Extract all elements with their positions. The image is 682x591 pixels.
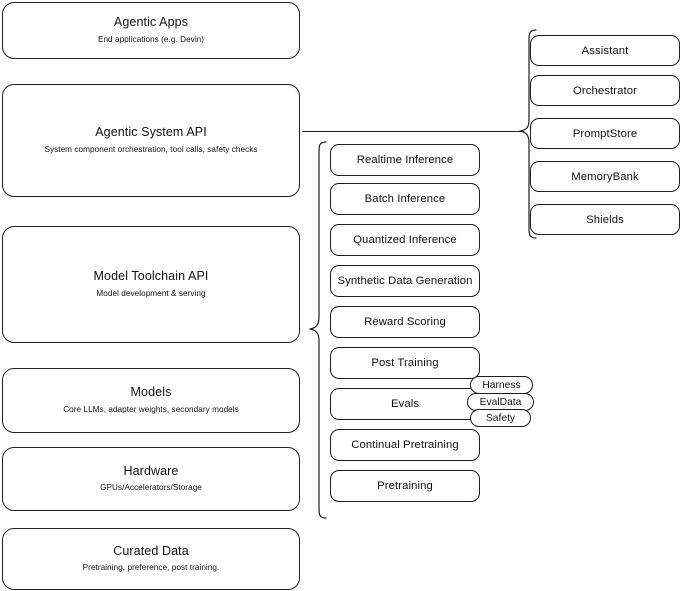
evals-subcomponent-harness[interactable]: Harness (470, 376, 533, 394)
stack-layer-models[interactable]: Models Core LLMs, adapter weights, secon… (2, 368, 300, 433)
layer-title: Model Toolchain API (93, 269, 209, 284)
stack-layer-hardware[interactable]: Hardware GPUs/Accelerators/Storage (2, 447, 300, 511)
toolchain-component-evals[interactable]: Evals (330, 388, 480, 420)
layer-title: Curated Data (113, 543, 189, 558)
brace-toolchain-components (309, 141, 327, 519)
connector-system-api-to-components (302, 131, 524, 133)
stack-layer-agentic-system-api[interactable]: Agentic System API System component orch… (2, 84, 300, 197)
toolchain-component-reward-scoring[interactable]: Reward Scoring (330, 306, 480, 338)
system-component-orchestrator[interactable]: Orchestrator (530, 75, 680, 106)
layer-title: Hardware (123, 463, 179, 478)
layer-title: Agentic Apps (113, 15, 189, 30)
toolchain-component-realtime-inference[interactable]: Realtime Inference (330, 144, 480, 176)
toolchain-component-continual-pretraining[interactable]: Continual Pretraining (330, 429, 480, 461)
layer-subtitle: Pretraining, preference, post training. (82, 563, 220, 573)
layer-subtitle: Model development & serving (96, 288, 206, 298)
system-component-shields[interactable]: Shields (530, 204, 680, 235)
layer-subtitle: System component orchestration, tool cal… (44, 144, 258, 154)
system-component-promptstore[interactable]: PromptStore (530, 118, 680, 149)
layer-subtitle: Core LLMs, adapter weights, secondary mo… (63, 404, 239, 414)
evals-subcomponent-safety[interactable]: Safety (470, 409, 531, 427)
toolchain-component-pretraining[interactable]: Pretraining (330, 470, 480, 502)
stack-layer-model-toolchain-api[interactable]: Model Toolchain API Model development & … (2, 226, 300, 343)
system-component-memorybank[interactable]: MemoryBank (530, 161, 680, 192)
layer-title: Agentic System API (95, 125, 207, 140)
toolchain-component-post-training[interactable]: Post Training (330, 347, 480, 379)
toolchain-component-quantized-inference[interactable]: Quantized Inference (330, 224, 480, 256)
system-component-assistant[interactable]: Assistant (530, 35, 680, 66)
layer-subtitle: End applications (e.g. Devin) (97, 34, 205, 44)
stack-layer-curated-data[interactable]: Curated Data Pretraining, preference, po… (2, 528, 300, 590)
stack-layer-agentic-apps[interactable]: Agentic Apps End applications (e.g. Devi… (2, 2, 300, 59)
toolchain-component-batch-inference[interactable]: Batch Inference (330, 183, 480, 215)
brace-system-components (519, 29, 537, 239)
layer-title: Models (130, 385, 172, 400)
toolchain-component-synthetic-data-generation[interactable]: Synthetic Data Generation (330, 265, 480, 297)
layer-subtitle: GPUs/Accelerators/Storage (100, 483, 202, 493)
